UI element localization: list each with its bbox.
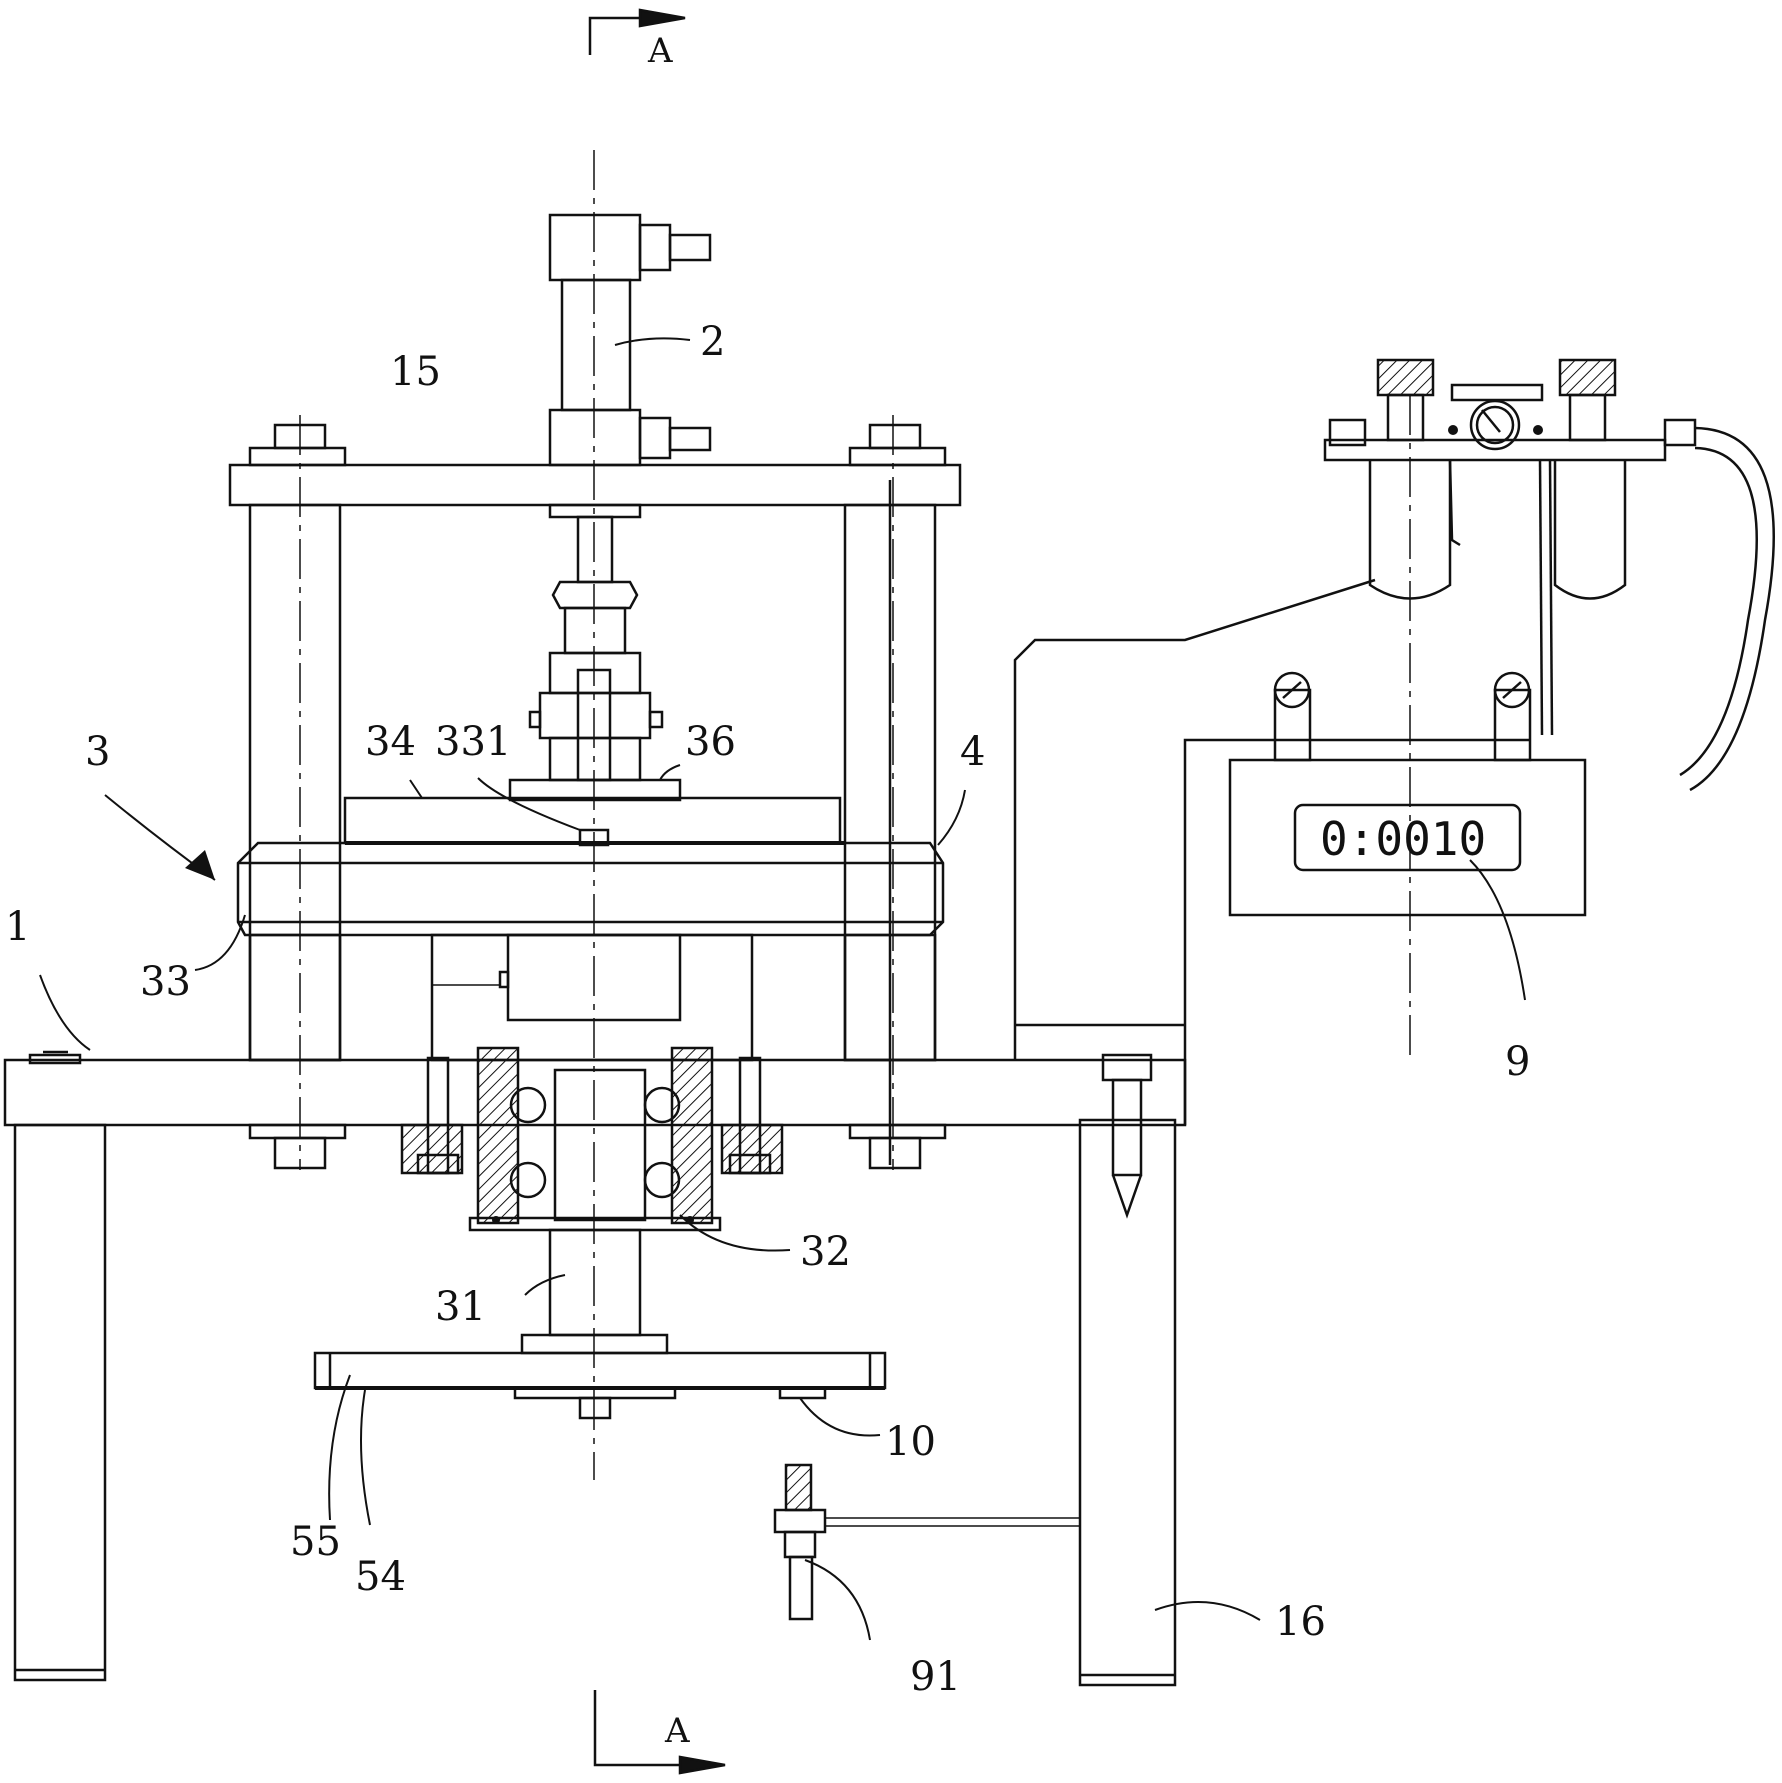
section-label-bottom: A <box>664 1711 690 1751</box>
right-leg <box>1080 1120 1175 1685</box>
label-36: 36 <box>685 719 736 765</box>
sensor-fitting <box>775 1465 1080 1619</box>
base-screw <box>1103 1055 1151 1215</box>
label-16: 16 <box>1275 1599 1326 1645</box>
label-15: 15 <box>390 349 441 395</box>
label-32: 32 <box>800 1229 851 1275</box>
pulley <box>315 1353 885 1418</box>
air-regulator <box>1325 360 1774 790</box>
label-54: 54 <box>355 1554 406 1600</box>
label-4: 4 <box>960 729 985 775</box>
section-label-top: A <box>647 31 673 71</box>
label-55: 55 <box>290 1519 341 1565</box>
leader-lines <box>40 338 1525 1640</box>
label-91: 91 <box>910 1654 961 1700</box>
label-331: 331 <box>435 719 511 765</box>
base-plate <box>5 1052 1185 1125</box>
display-box <box>1230 673 1585 915</box>
label-31: 31 <box>435 1284 486 1330</box>
bearing-housing <box>402 1048 782 1230</box>
hub <box>432 935 752 1060</box>
label-9: 9 <box>1505 1039 1530 1085</box>
label-1: 1 <box>5 904 30 950</box>
cylinder <box>510 215 710 800</box>
label-2: 2 <box>700 319 725 365</box>
left-leg <box>15 1125 105 1680</box>
section-mark-bottom <box>595 1690 725 1773</box>
label-10: 10 <box>885 1419 936 1465</box>
label-34: 34 <box>365 719 416 765</box>
centerlines <box>300 150 1410 1480</box>
label-3: 3 <box>85 729 110 775</box>
display-reading: 0:0010 <box>1320 812 1486 866</box>
label-33: 33 <box>140 959 191 1005</box>
